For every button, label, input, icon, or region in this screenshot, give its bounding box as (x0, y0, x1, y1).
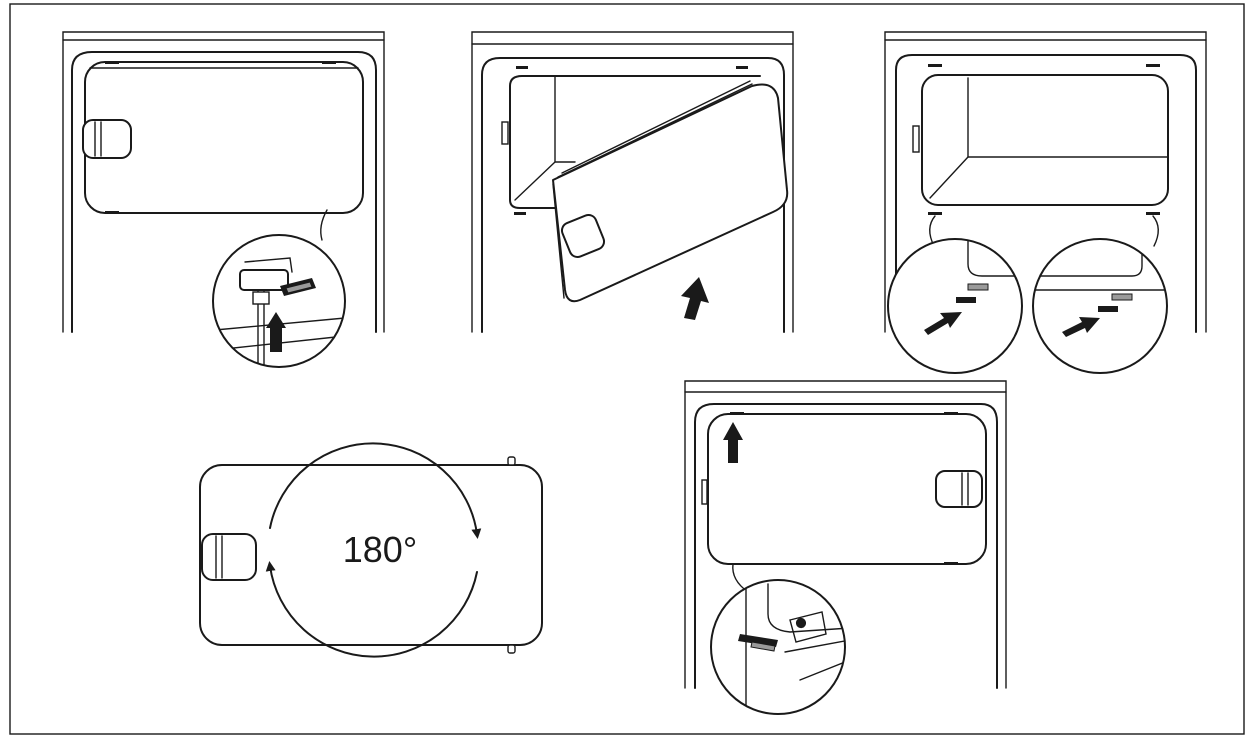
left-arrow-icon (924, 312, 962, 335)
up-arrow-icon (266, 312, 286, 352)
freezer-door (707, 413, 987, 565)
panel-rotate-door: 180° (199, 442, 543, 658)
stud-detail-right (1032, 238, 1168, 374)
tilted-door (552, 80, 789, 303)
callout-leader (1152, 215, 1159, 247)
freezer-door (199, 464, 543, 646)
panel-move-studs (884, 31, 1207, 374)
door-stud (322, 61, 336, 64)
door-stud (105, 211, 119, 214)
door-handle (935, 470, 983, 508)
panel-remove-door (471, 31, 794, 333)
panel-remove-hinge (62, 31, 385, 368)
clockwise-arrow-icon (269, 442, 482, 539)
panel-reinstall-door (684, 380, 1007, 715)
right-arrow-icon (1062, 317, 1100, 337)
fridge-cabinet (471, 31, 794, 333)
freezer-compartment (921, 74, 1169, 206)
down-arrow-icon (681, 277, 709, 320)
stud-detail-left (887, 238, 1023, 374)
fridge-cabinet (884, 31, 1207, 333)
callout-leader (320, 209, 328, 241)
up-arrow-icon (723, 422, 743, 463)
hinge-detail-callout (710, 579, 846, 715)
fridge-cabinet (62, 31, 385, 333)
rotation-label: 180° (343, 529, 417, 570)
door-stud (507, 456, 516, 654)
hinge-detail-callout (212, 234, 346, 368)
freezer-compartment (509, 75, 761, 209)
door-handle (82, 119, 132, 159)
door-handle (201, 533, 257, 581)
fridge-cabinet (684, 380, 1007, 689)
rotation-arrows (265, 442, 482, 658)
outer-frame (9, 3, 1245, 735)
door-stud (105, 61, 119, 64)
clockwise-arrow-icon (265, 561, 478, 658)
